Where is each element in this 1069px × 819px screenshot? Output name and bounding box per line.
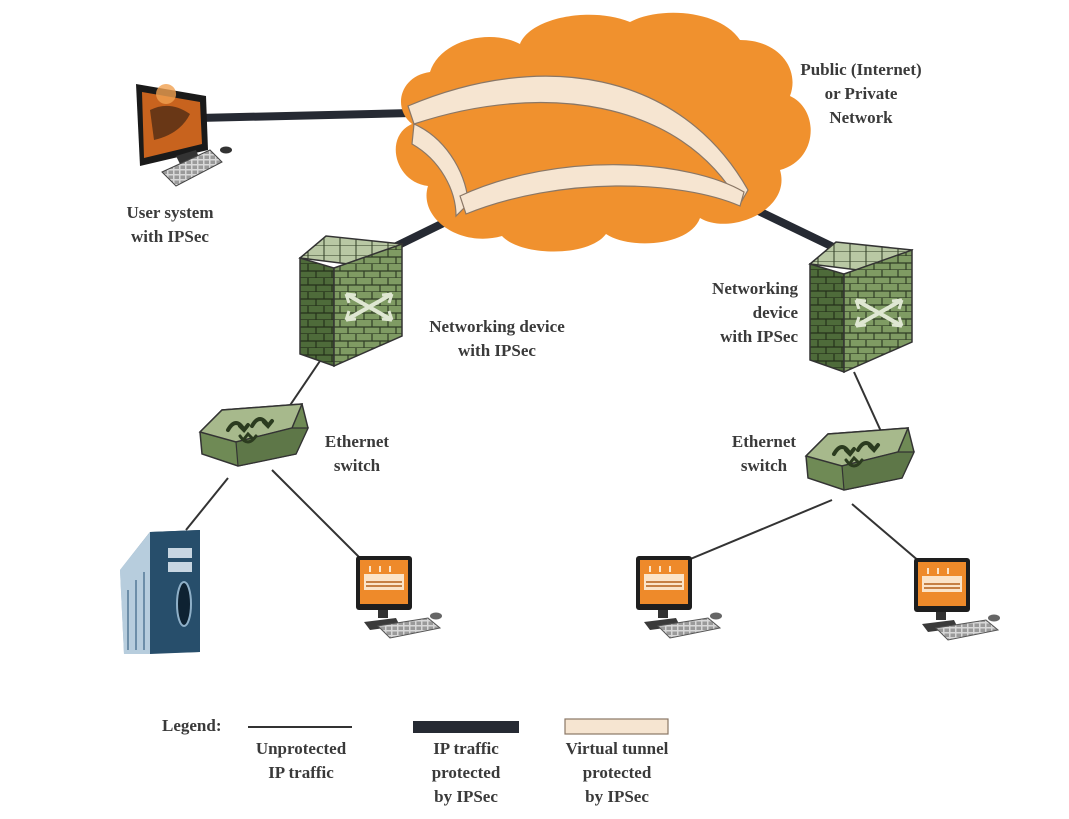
- legend-label-line: protected: [582, 763, 652, 782]
- netdev-right-label-line: device: [752, 303, 798, 322]
- legend-label-line: IP traffic: [433, 739, 499, 758]
- legend-title: Legend:: [162, 716, 222, 735]
- switch-left-label: Ethernet switch: [308, 430, 406, 478]
- legend-symbols: [248, 718, 669, 735]
- client-pc-left: [355, 555, 443, 639]
- cloud-label-line: Network: [829, 108, 893, 127]
- switch-right-label-line: Ethernet: [731, 432, 797, 451]
- user-system-label-line: User system: [126, 203, 214, 222]
- user-system-computer: [136, 84, 232, 187]
- ethernet-switch-right: [804, 426, 916, 492]
- link-switch-left-to-pc: [271, 469, 373, 571]
- link-switch-right-to-pc-1: [663, 499, 833, 571]
- switch-left-label-line: switch: [333, 456, 381, 475]
- link-switch-left-to-server: [185, 477, 229, 531]
- ethernet-switch-left: [198, 402, 310, 468]
- cloud-label-line: or Private: [824, 84, 898, 103]
- client-pc-right-2: [913, 557, 1001, 641]
- netdev-left-label-line: Networking device: [429, 317, 565, 336]
- netdev-right-label-line: Networking: [712, 279, 798, 298]
- tunnel-middle: [459, 164, 745, 215]
- legend-protected-label: IP traffic protected by IPSec: [406, 737, 526, 809]
- networking-device-left: [298, 234, 404, 368]
- legend-label-line: by IPSec: [434, 787, 498, 806]
- netdev-right-label-line: with IPSec: [720, 327, 798, 346]
- netdev-left-label: Networking device with IPSec: [407, 315, 587, 363]
- link-netdev-right-to-switch-right: [853, 371, 885, 439]
- cloud-label-line: Public (Internet): [800, 60, 922, 79]
- switch-right-label: Ethernet switch: [714, 430, 814, 478]
- protected-link-user-system: [197, 109, 413, 122]
- legend-tunnel-label: Virtual tunnel protected by IPSec: [546, 737, 688, 809]
- switch-right-label-line: switch: [740, 456, 788, 475]
- netdev-right-label: Networking device with IPSec: [680, 277, 798, 349]
- legend-unprotected-label: Unprotected IP traffic: [236, 737, 366, 785]
- netdev-left-label-line: with IPSec: [458, 341, 536, 360]
- tunnel-top: [407, 75, 749, 206]
- virtual-tunnels: [407, 75, 749, 218]
- user-system-label-line: with IPSec: [131, 227, 209, 246]
- legend-label-line: Virtual tunnel: [565, 739, 669, 758]
- legend-label-line: protected: [431, 763, 501, 782]
- cloud-label: Public (Internet) or Private Network: [776, 58, 946, 130]
- legend-label-line: Unprotected: [255, 739, 347, 758]
- cloud-shape: [395, 12, 811, 252]
- legend-tunnel-symbol: [564, 718, 669, 735]
- server-tower: [120, 530, 200, 654]
- legend-label-line: IP traffic: [268, 763, 334, 782]
- legend-protected-line: [413, 721, 519, 733]
- user-system-label: User system with IPSec: [100, 201, 240, 249]
- switch-left-label-line: Ethernet: [324, 432, 390, 451]
- networking-device-right: [808, 240, 914, 374]
- tunnel-bottom: [411, 123, 469, 218]
- legend-label-line: by IPSec: [585, 787, 649, 806]
- client-pc-right-1: [635, 555, 723, 639]
